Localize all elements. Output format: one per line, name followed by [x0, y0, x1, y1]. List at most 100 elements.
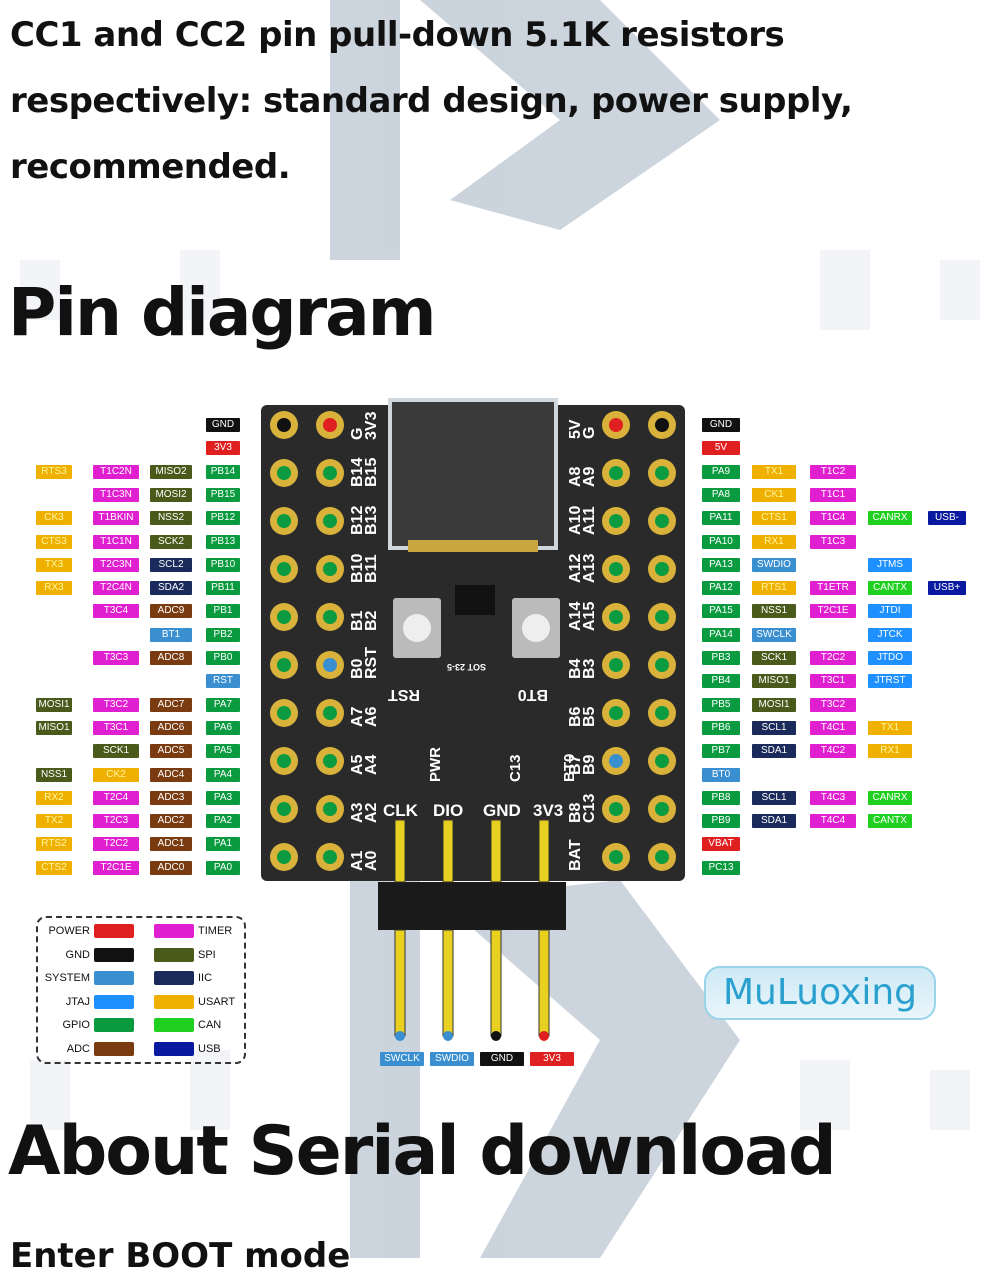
pin-label-pa10: PA10	[702, 534, 740, 549]
legend-swatch	[154, 1041, 194, 1056]
left-pin	[316, 459, 344, 487]
pin-label-tx2: TX2	[36, 814, 72, 829]
pin-label-t3c2: T3C2	[93, 697, 139, 712]
swd-pin	[538, 929, 550, 1037]
pin-label-t2c2: T2C2	[93, 837, 139, 852]
left-pin	[270, 795, 298, 823]
pin-label-pa2: PA2	[206, 814, 240, 829]
left-pin	[316, 411, 344, 439]
pin-label-nss1: NSS1	[752, 604, 796, 619]
pin-label-rx2: RX2	[36, 790, 72, 805]
pin-label-adc2: ADC2	[150, 814, 192, 829]
left-pin	[270, 459, 298, 487]
board-label: A9	[581, 466, 598, 487]
pin-label-cts2: CTS2	[36, 860, 72, 875]
legend-label: SYSTEM	[44, 972, 90, 984]
pin-label-jtck: JTCK	[868, 627, 912, 642]
board-label: B6	[567, 706, 584, 727]
right-pin	[648, 411, 676, 439]
pin-label-3v3: 3V3	[206, 441, 240, 456]
pin-label-cts1: CTS1	[752, 511, 796, 526]
pin-label-pa12: PA12	[702, 581, 740, 596]
pin-label-jtdi: JTDI	[868, 604, 912, 619]
board-label: B2	[363, 610, 380, 631]
swd-pin	[394, 929, 406, 1037]
pin-label-pb8: PB8	[702, 790, 740, 805]
board-label: A3	[349, 802, 366, 823]
pin-label-pa3: PA3	[206, 790, 240, 805]
pin-label-pb0: PB0	[206, 651, 240, 665]
right-pin	[602, 651, 630, 679]
pin-label-t3c2: T3C2	[810, 697, 856, 712]
board-label: B10	[349, 554, 366, 583]
pin-label-pb7: PB7	[702, 744, 740, 759]
left-pin	[316, 651, 344, 679]
pin-label-pa11: PA11	[702, 511, 740, 526]
pin-label-mosi2: MOSI2	[150, 487, 192, 502]
left-pin	[270, 507, 298, 535]
board-label: B4	[567, 658, 584, 679]
right-pin	[648, 555, 676, 583]
pin-label-cantx: CANTX	[868, 581, 912, 596]
board-label: A5	[349, 754, 366, 775]
legend-swatch	[94, 1018, 134, 1032]
pin-label-pb5: PB5	[702, 697, 740, 712]
right-pin	[602, 603, 630, 631]
left-pin	[270, 651, 298, 679]
pin-label-pa7: PA7	[206, 697, 240, 712]
left-pin	[270, 555, 298, 583]
legend-label: GPIO	[62, 1019, 90, 1031]
pin-label-swdio: SWDIO	[752, 557, 796, 572]
pin-label-t2c1e: T2C1E	[810, 604, 856, 619]
board-label: A6	[363, 706, 380, 727]
pin-label-rx1: RX1	[868, 744, 912, 759]
pin-label-pb3: PB3	[702, 651, 740, 665]
pin-label-adc8: ADC8	[150, 651, 192, 665]
pin-label-pb10: PB10	[206, 557, 240, 572]
swd-pin	[442, 819, 454, 883]
board-label: A15	[581, 602, 598, 631]
legend-label: POWER	[48, 925, 90, 937]
pin-label-pb13: PB13	[206, 534, 240, 549]
swd-bottom-label-gnd: GND	[480, 1052, 524, 1066]
board-label: B12	[349, 506, 366, 535]
pin-label-tx3: TX3	[36, 557, 72, 572]
legend-label: USART	[198, 995, 236, 1008]
right-pin	[648, 651, 676, 679]
pin-label-pa5: PA5	[206, 744, 240, 759]
intro-line: CC1 and CC2 pin pull-down 5.1K resistors	[10, 15, 785, 55]
left-pin	[270, 699, 298, 727]
right-pin	[648, 843, 676, 871]
left-pin	[270, 747, 298, 775]
legend-label: USB	[198, 1042, 221, 1055]
pin-label-miso1: MISO1	[752, 674, 796, 689]
pin-label-t3c1: T3C1	[93, 720, 139, 735]
pin-label-cts3: CTS3	[36, 534, 72, 549]
pin-label-pa6: PA6	[206, 720, 240, 735]
right-pin	[602, 555, 630, 583]
pin-label-adc0: ADC0	[150, 860, 192, 875]
left-pin	[270, 843, 298, 871]
pin-label-swclk: SWCLK	[752, 627, 796, 642]
legend-swatch	[94, 924, 134, 938]
right-pin	[602, 507, 630, 535]
pin-label-sck1: SCK1	[93, 744, 139, 759]
pin-label-sck2: SCK2	[150, 534, 192, 549]
swd-pin	[538, 819, 550, 883]
pin-label-scl1: SCL1	[752, 790, 796, 805]
left-pin	[316, 747, 344, 775]
pin-label-t1bkin: T1BKIN	[93, 511, 139, 526]
board-label: BAT	[567, 839, 584, 871]
pin-label-pb6: PB6	[702, 720, 740, 735]
pin-label-mosi1: MOSI1	[752, 697, 796, 712]
pin-label-bt1: BT1	[150, 627, 192, 642]
pin-label-jtrst: JTRST	[868, 674, 912, 689]
ic-marking: SOT 23-5	[447, 662, 486, 672]
legend-swatch	[94, 947, 134, 962]
pin-label-bt0: BT0	[702, 767, 740, 782]
swd-label: DIO	[433, 801, 463, 820]
swd-label: CLK	[383, 801, 419, 820]
pin-label-rst: RST	[206, 674, 240, 689]
pin-label-t2c3: T2C3	[93, 814, 139, 829]
